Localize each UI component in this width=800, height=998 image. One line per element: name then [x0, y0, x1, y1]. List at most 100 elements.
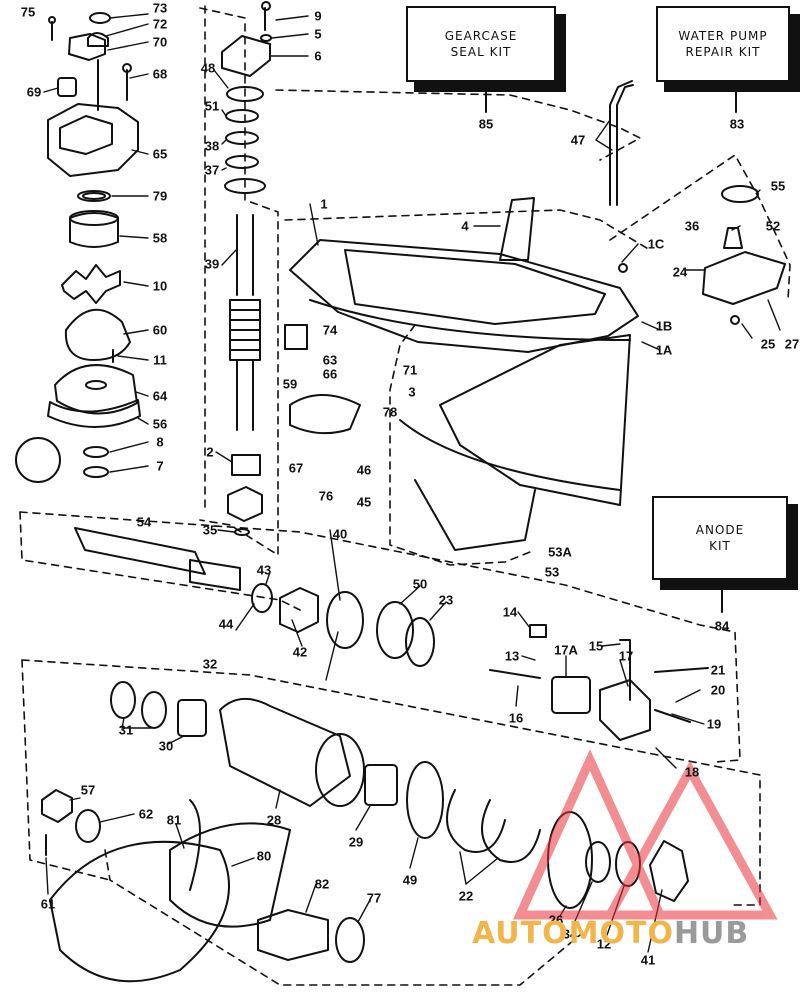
part-callout: 65: [152, 146, 168, 162]
part-callout: 57: [80, 782, 96, 798]
part-callout: 29: [348, 834, 364, 850]
part-callout: 42: [292, 644, 308, 660]
part-callout: 61: [40, 896, 56, 912]
part-callout: 45: [356, 494, 372, 510]
part-callout: 5: [314, 26, 322, 42]
kit-label-line: REPAIR KIT: [685, 45, 761, 59]
part-callout: 35: [202, 522, 218, 538]
part-callout: 40: [332, 526, 348, 542]
part-callout: 68: [152, 66, 168, 82]
part-callout: 15: [588, 638, 604, 654]
watermark-logo: [513, 749, 778, 920]
part-callout: 58: [152, 230, 168, 246]
part-callout: 56: [152, 416, 168, 432]
part-callout: 20: [710, 682, 726, 698]
part-callout: 48: [200, 60, 216, 76]
part-callout: 17: [618, 648, 634, 664]
part-callout: 10: [152, 278, 168, 294]
part-callout: 80: [256, 848, 272, 864]
part-callout: 52: [765, 218, 781, 234]
part-callout: 79: [152, 188, 168, 204]
part-callout: 22: [458, 888, 474, 904]
part-callout: 50: [412, 576, 428, 592]
part-callout: 74: [322, 322, 338, 338]
kit-label-line: ANODE: [695, 523, 745, 537]
part-callout: 2: [206, 444, 214, 460]
watermark-text: AUTOMOTOHUB: [472, 916, 749, 951]
part-callout: 3: [408, 384, 416, 400]
part-callout: 1A: [655, 342, 673, 358]
part-callout: 46: [356, 462, 372, 478]
watermark-part-1: AUTOMOTO: [472, 916, 674, 951]
part-callout: 43: [256, 562, 272, 578]
part-callout: 6: [314, 48, 322, 64]
part-callout: 41: [640, 952, 656, 968]
part-callout: 44: [218, 616, 234, 632]
water-pump-repair-kit-box: WATER PUMP REPAIR KIT: [656, 6, 800, 92]
part-callout: 37: [204, 162, 220, 178]
part-callout: 7: [156, 458, 164, 474]
part-callout: 73: [152, 0, 168, 16]
part-callout: 32: [202, 656, 218, 672]
part-callout: 62: [138, 806, 154, 822]
part-callout: 9: [314, 8, 322, 24]
part-callout: 53: [544, 564, 560, 580]
kit-box-face: ANODE KIT: [652, 496, 788, 580]
part-callout: 16: [508, 710, 524, 726]
part-callout: 59: [282, 376, 298, 392]
part-callout: 51: [204, 98, 220, 114]
part-callout: 23: [438, 592, 454, 608]
part-callout: 12: [596, 936, 612, 952]
part-callout: 66: [322, 366, 338, 382]
part-callout: 1C: [647, 236, 665, 252]
water-tube-assembly: [609, 80, 786, 325]
part-callout: 26: [548, 912, 564, 928]
part-callout: 11: [153, 352, 167, 368]
part-callout: 30: [158, 738, 174, 754]
kit-number-85: 85: [478, 116, 494, 132]
water-pump-stack: [15, 12, 141, 483]
kit-label-line: WATER PUMP: [678, 29, 768, 43]
part-callout: 53A: [548, 544, 572, 560]
part-callout: 76: [318, 488, 334, 504]
part-callout: 78: [382, 404, 398, 420]
part-callout: 17A: [554, 642, 578, 658]
part-callout: 25: [760, 336, 776, 352]
part-callout: 24: [672, 264, 688, 280]
part-callout: 13: [504, 648, 520, 664]
part-callout: 55: [770, 178, 786, 194]
part-callout: 21: [710, 662, 726, 678]
part-callout: 67: [288, 460, 304, 476]
part-callout: 77: [366, 890, 382, 906]
part-callout: 72: [152, 16, 168, 32]
kit-label-line: KIT: [709, 539, 731, 553]
part-callout: 75: [20, 4, 36, 20]
part-callout: 28: [266, 812, 282, 828]
part-callout: 82: [314, 876, 330, 892]
kit-number-83: 83: [729, 116, 745, 132]
part-callout: 1B: [655, 318, 673, 334]
part-callout: 54: [136, 514, 152, 530]
part-callout: 19: [706, 716, 722, 732]
part-callout: 27: [784, 336, 800, 352]
part-callout: 34: [562, 926, 578, 942]
part-callout: 1: [320, 196, 328, 212]
part-callout: 64: [152, 388, 168, 404]
part-callout: 71: [402, 362, 418, 378]
gearcase-housing: [284, 197, 639, 551]
part-callout: 18: [684, 764, 700, 780]
kit-label-line: SEAL KIT: [450, 45, 512, 59]
part-callout: 63: [322, 352, 338, 368]
driveshaft-stack: [221, 1, 272, 536]
part-callout: 70: [152, 34, 168, 50]
part-callout: 36: [684, 218, 700, 234]
watermark-part-2: HUB: [673, 916, 750, 951]
part-callout: 39: [204, 256, 220, 272]
part-callout: 8: [156, 434, 164, 450]
part-callout: 69: [26, 84, 42, 100]
part-callout: 31: [118, 722, 134, 738]
part-callout: 47: [570, 132, 586, 148]
kit-box-face: GEARCASE SEAL KIT: [406, 6, 556, 82]
